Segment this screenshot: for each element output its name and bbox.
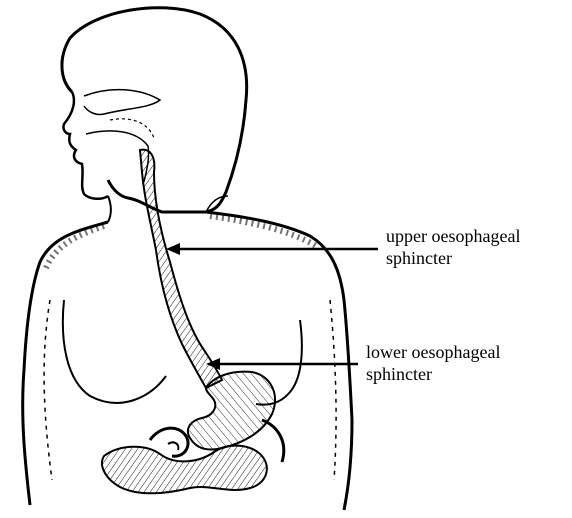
torso-outline xyxy=(23,222,108,505)
upper-sphincter-label: upper oesophageal sphincter xyxy=(386,225,520,269)
stomach xyxy=(188,372,275,450)
lower-label-line1: lower oesophageal xyxy=(366,341,500,363)
lower-label-line2: sphincter xyxy=(366,363,500,385)
oral-cavity xyxy=(86,131,149,182)
upper-label-line2: sphincter xyxy=(386,247,520,269)
breast-left xyxy=(63,300,166,403)
neck-left xyxy=(108,196,111,222)
head-outline xyxy=(70,8,247,212)
upper-label-line1: upper oesophageal xyxy=(386,225,520,247)
oesophagus xyxy=(140,150,222,388)
lower-sphincter-label: lower oesophageal sphincter xyxy=(366,341,500,385)
hair-left xyxy=(62,38,72,92)
nasal-cavity xyxy=(84,90,160,115)
